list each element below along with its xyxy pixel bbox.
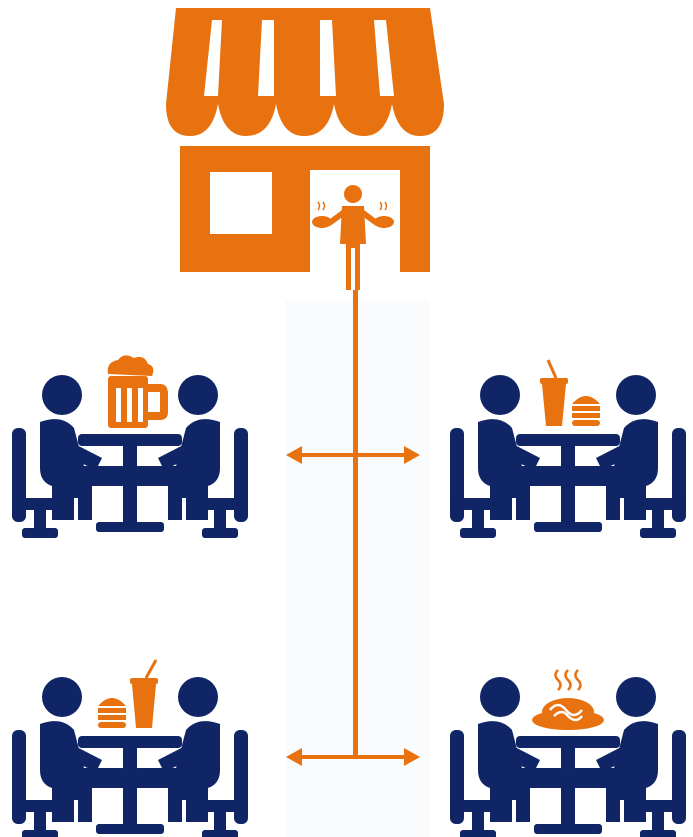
double-arrow-upper xyxy=(286,446,420,464)
steaming-noodle-plate-icon xyxy=(532,669,604,730)
burger-and-soda-icon xyxy=(98,659,158,728)
dining-table-top-right xyxy=(450,359,686,538)
dining-table-top-left xyxy=(12,355,248,538)
dining-table-bottom-left xyxy=(12,659,248,837)
soda-and-burger-icon xyxy=(540,359,600,426)
double-arrow-lower xyxy=(286,748,420,766)
beer-mug-icon xyxy=(107,355,168,428)
dining-table-bottom-right xyxy=(450,669,686,837)
storefront-icon xyxy=(166,8,444,272)
vertical-service-line xyxy=(353,290,358,755)
waiter-with-dishes-icon xyxy=(312,185,394,290)
dining-tables xyxy=(12,355,686,837)
